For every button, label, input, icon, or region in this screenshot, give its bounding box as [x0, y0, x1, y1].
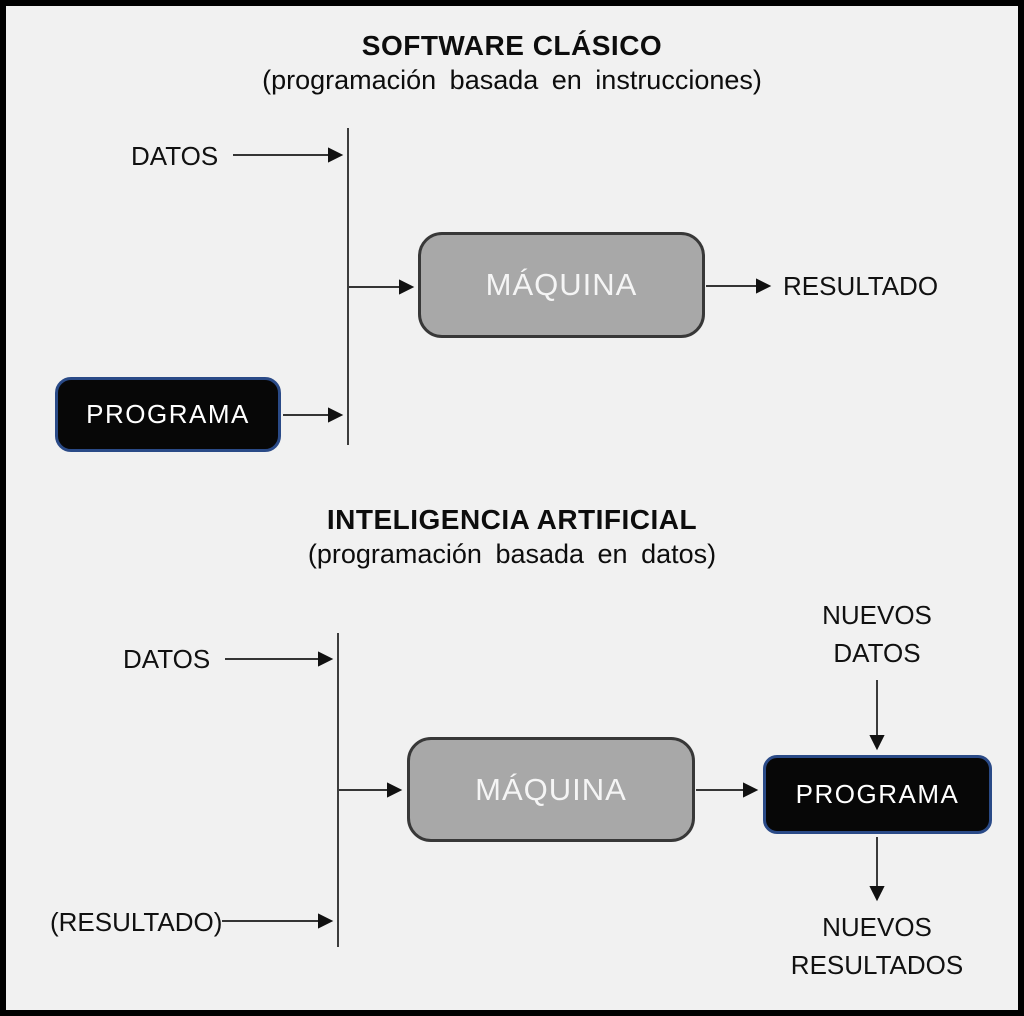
- ai-datos-label: DATOS: [123, 644, 211, 674]
- classic-resultado-label: RESULTADO: [783, 271, 939, 301]
- classic-datos-label: DATOS: [131, 141, 219, 171]
- classic-programa-box-label: PROGRAMA: [86, 399, 250, 429]
- classic-title: SOFTWARE CLÁSICO: [361, 30, 663, 61]
- classic-programa-box: PROGRAMA: [55, 377, 281, 452]
- classic-maquina-box-label: MÁQUINA: [485, 267, 638, 302]
- ai-nuevos-datos-label: NUEVOS DATOS: [822, 600, 932, 668]
- ai-subtitle: (programación basada en datos): [307, 539, 717, 569]
- ai-programa-box-label: PROGRAMA: [795, 779, 960, 809]
- classic-subtitle: (programación basada en instrucciones): [262, 65, 762, 95]
- ai-maquina-box-label: MÁQUINA: [475, 771, 627, 807]
- classic-maquina-box: MÁQUINA: [418, 232, 705, 338]
- ai-programa-box: PROGRAMA: [763, 755, 992, 834]
- ai-nuevos-resultados-label: NUEVOS RESULTADOS: [790, 912, 964, 980]
- ai-resultado-feedback-label: (RESULTADO): [50, 907, 223, 937]
- ai-title: INTELIGENCIA ARTIFICIAL: [326, 504, 698, 535]
- ai-maquina-box: MÁQUINA: [407, 737, 695, 842]
